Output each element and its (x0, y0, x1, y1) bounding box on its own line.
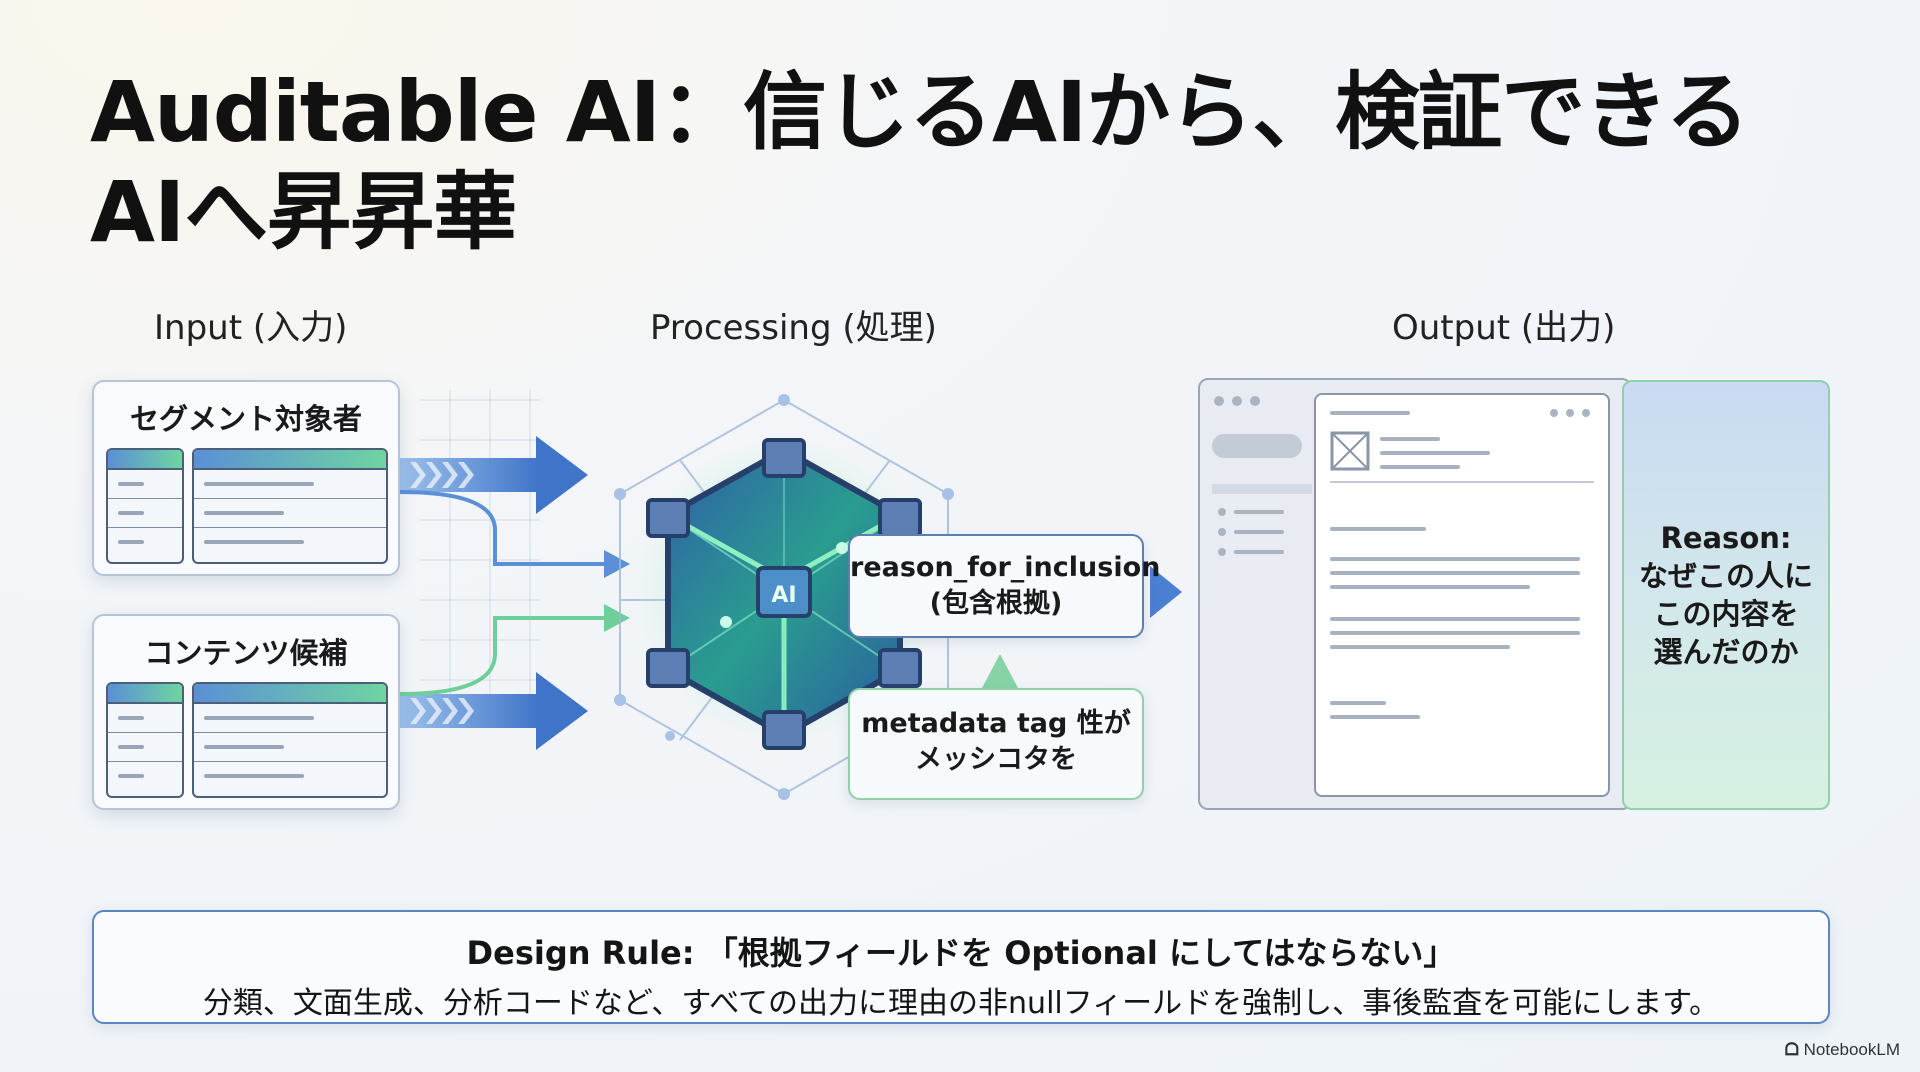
connector-blue (399, 490, 610, 566)
output-arrow (1150, 566, 1182, 618)
reason-callout: reason_for_inclusion (包含根拠) (848, 534, 1161, 638)
table-icon (106, 682, 184, 798)
watermark-text: NotebookLM (1803, 1040, 1900, 1059)
background-grid (420, 390, 540, 720)
ai-cube-label: AI (771, 583, 796, 608)
reason-panel-line: この内容を (1653, 597, 1799, 631)
connector-green (399, 616, 610, 696)
output-document (1314, 393, 1610, 797)
processing-heading: Processing (処理) (650, 308, 937, 348)
input-card-content: コンテンツ候補 (92, 614, 400, 810)
reason-callout-subtitle: (包含根拠) (929, 588, 1063, 619)
ai-cube-icon (646, 438, 922, 750)
reason-callout-field: reason_for_inclusion (850, 552, 1161, 583)
reason-panel: Reason: なぜこの人に この内容を 選んだのか (1622, 380, 1830, 810)
image-placeholder-icon (1330, 431, 1370, 471)
input-arrow-bottom (400, 672, 588, 750)
table-icon (192, 448, 388, 564)
input-card-label: コンテンツ候補 (144, 636, 348, 670)
design-rule-body: 分類、文面生成、分析コードなど、すべての出力に理由の非nullフィールドを強制し… (202, 986, 1720, 1021)
metadata-callout: metadata tag 性が メッシコタを (848, 688, 1144, 800)
input-heading: Input (入力) (154, 308, 348, 348)
design-rule-title: Design Rule: 「根拠フィールドを Optional にしてはならない… (466, 934, 1456, 972)
metadata-callout-line1: metadata tag 性が (861, 708, 1131, 739)
reason-panel-line: なぜこの人に (1638, 559, 1813, 593)
table-icon (106, 448, 184, 564)
callout-pointer (982, 654, 1018, 688)
input-card-segment: セグメント対象者 (92, 380, 400, 576)
output-heading: Output (出力) (1392, 308, 1616, 348)
page-title: Auditable AI：信じるAIから、検証できるAIへ昇昇華 (90, 63, 1750, 261)
design-rule-box: Design Rule: 「根拠フィールドを Optional にしてはならない… (92, 910, 1830, 1024)
metadata-callout-line2: メッシコタを (915, 744, 1077, 775)
reason-panel-line: 選んだのか (1653, 635, 1799, 669)
input-arrow-top (400, 436, 588, 514)
reason-panel-heading: Reason: (1660, 521, 1792, 555)
input-card-label: セグメント対象者 (129, 402, 362, 436)
notebooklm-watermark: ᗝ NotebookLM (1785, 1040, 1900, 1060)
notebooklm-logo-icon: ᗝ (1784, 1040, 1799, 1059)
table-icon (192, 682, 388, 798)
